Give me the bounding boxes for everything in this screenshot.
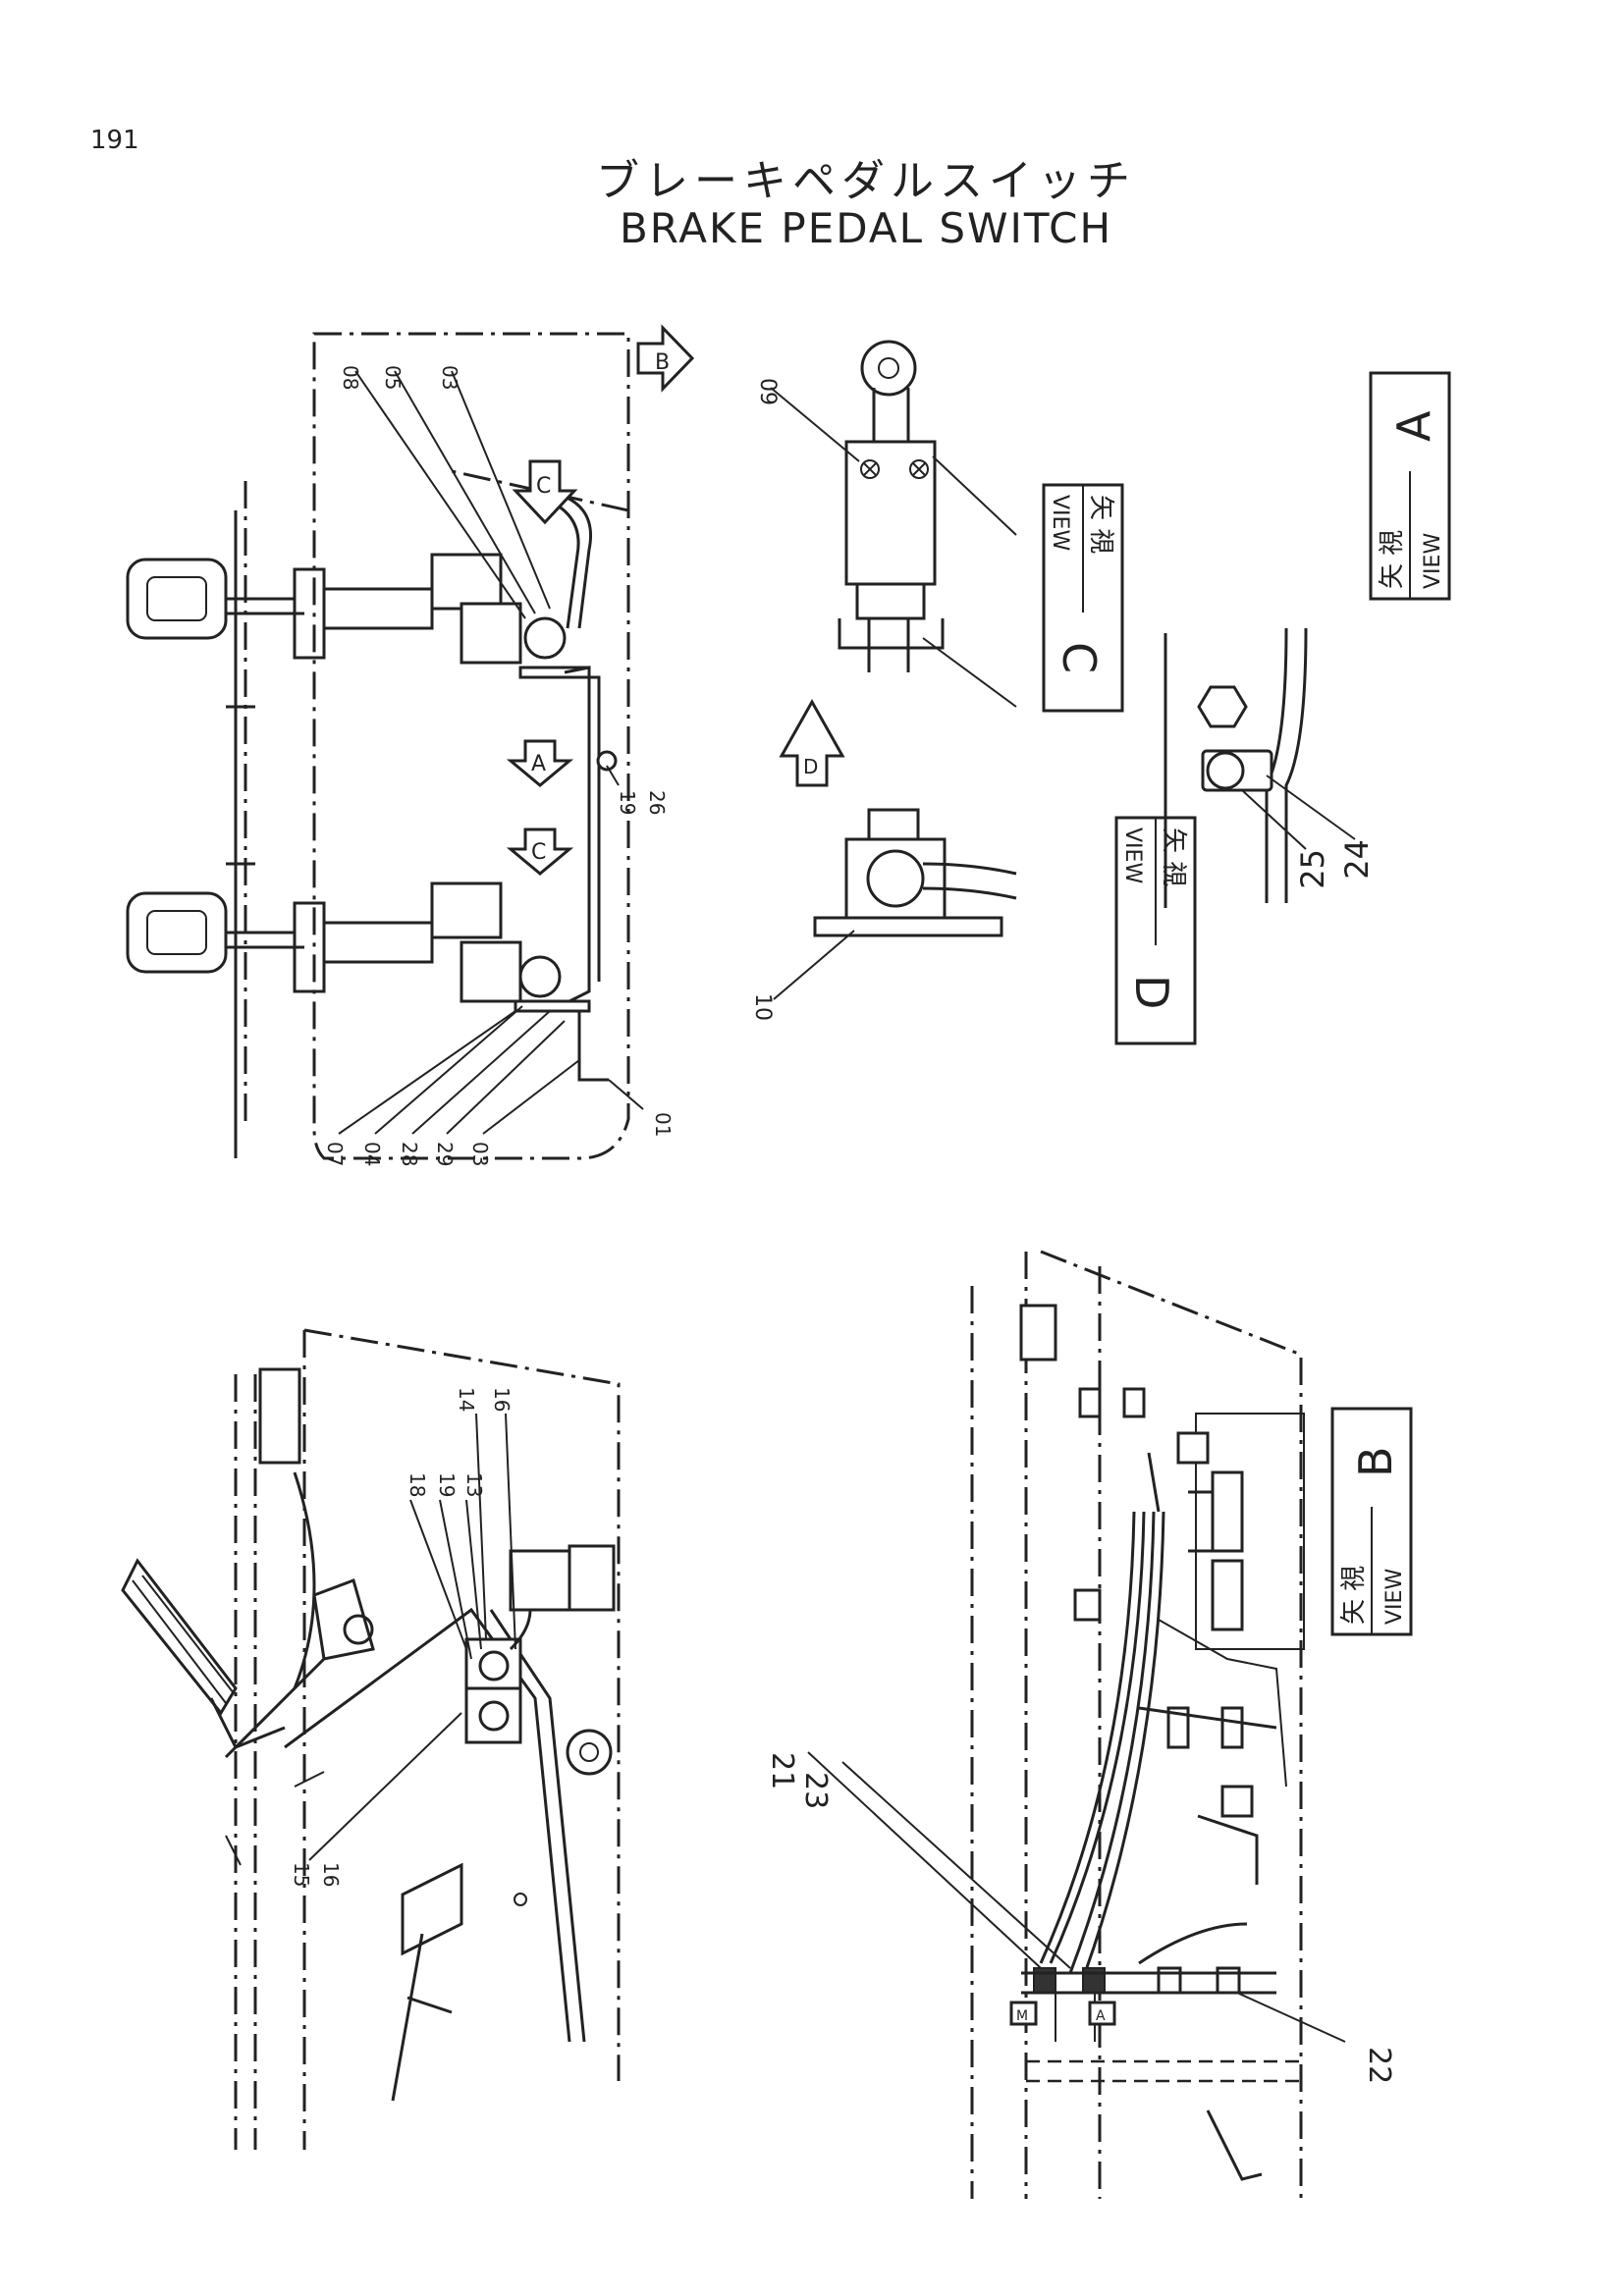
view-c-drawing: 09 D	[755, 340, 1017, 787]
callout-21: 21	[765, 1752, 799, 1789]
callout-19: 19	[616, 790, 639, 815]
svg-text:D: D	[1125, 975, 1178, 1009]
callout-16-upper: 16	[490, 1387, 514, 1412]
connector-tag-a: A	[1096, 2008, 1106, 2024]
callout-13: 13	[462, 1472, 486, 1497]
svg-text:矢 視: 矢 視	[1086, 495, 1115, 554]
view-a-label: 矢 視 VIEW A	[1369, 371, 1451, 601]
view-arrow-c-lower: C	[506, 828, 574, 876]
svg-text:B: B	[1349, 1446, 1402, 1477]
callout-10: 10	[750, 993, 775, 1021]
connector-tag-m: M	[1016, 2008, 1028, 2024]
callout-14: 14	[455, 1387, 478, 1412]
svg-text:矢 視: 矢 視	[1378, 530, 1407, 589]
svg-text:C: C	[1053, 642, 1106, 673]
brake-pedal-lower	[126, 881, 591, 1013]
view-arrow-b: B	[636, 324, 695, 393]
top-view-drawing: B C A C 08 05 03 19 26 07 04 28 29 03 01	[126, 324, 695, 1166]
callout-25: 25	[1294, 849, 1331, 889]
view-d-label: 矢 視 VIEW D	[1114, 816, 1197, 1045]
callout-07: 07	[323, 1142, 347, 1166]
callout-05: 05	[381, 365, 405, 390]
view-arrow-a: A	[506, 739, 574, 787]
page-number: 191	[90, 126, 139, 155]
svg-text:矢 視: 矢 視	[1159, 828, 1188, 886]
callout-19-side: 19	[435, 1472, 459, 1497]
callout-28: 28	[398, 1142, 421, 1166]
svg-text:矢 視: 矢 視	[1339, 1566, 1369, 1625]
callout-08: 08	[339, 365, 362, 390]
svg-text:B: B	[655, 350, 670, 375]
side-view-drawing: 18 19 13 14 16 15 16	[121, 1328, 621, 2150]
title-japanese: ブレーキペダルスイッチ	[596, 156, 1136, 206]
callout-01: 01	[651, 1112, 675, 1137]
svg-text:A: A	[1387, 410, 1440, 442]
brake-pedal-upper	[126, 489, 592, 679]
svg-text:VIEW: VIEW	[1120, 828, 1145, 883]
callout-26: 26	[645, 790, 669, 815]
view-arrow-d: D	[779, 698, 845, 787]
callout-04: 04	[360, 1142, 384, 1166]
callout-16-lower: 16	[319, 1862, 343, 1887]
view-d-drawing: 10	[750, 808, 1017, 1021]
callout-22: 22	[1362, 2047, 1396, 2084]
callout-15: 15	[290, 1862, 313, 1887]
view-c-label: 矢 視 VIEW C	[1042, 483, 1124, 713]
callout-09: 09	[755, 378, 780, 405]
svg-text:D: D	[803, 755, 818, 778]
view-b-label: 矢 視 VIEW B	[1330, 1407, 1413, 1636]
title-english: BRAKE PEDAL SWITCH	[619, 204, 1113, 252]
view-a-drawing: 25 24	[1164, 627, 1376, 908]
view-arrow-c-upper: C	[512, 459, 578, 525]
callout-18: 18	[406, 1472, 429, 1497]
svg-text:VIEW: VIEW	[1421, 533, 1445, 589]
callout-03-lower: 03	[468, 1142, 492, 1166]
callout-29: 29	[433, 1142, 457, 1166]
svg-text:C: C	[531, 840, 546, 865]
callout-24: 24	[1338, 839, 1376, 880]
svg-text:A: A	[531, 752, 546, 776]
view-b-drawing: M A 21 23 22	[765, 1250, 1396, 2199]
svg-text:C: C	[536, 474, 551, 499]
callout-23: 23	[798, 1772, 833, 1809]
svg-text:VIEW: VIEW	[1382, 1569, 1407, 1625]
callout-03-upper: 03	[438, 365, 461, 390]
svg-text:VIEW: VIEW	[1048, 495, 1072, 551]
